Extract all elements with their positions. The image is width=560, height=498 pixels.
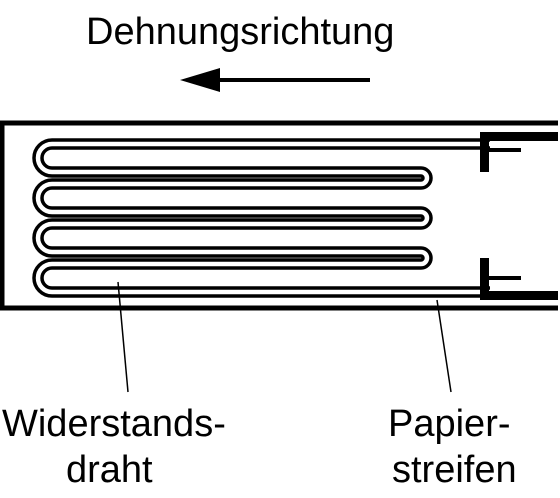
paper-label-line1: Papier- bbox=[388, 403, 511, 445]
top-terminal bbox=[480, 132, 558, 172]
wire-leader-line bbox=[117, 281, 129, 393]
wire-label-line1: Widerstands- bbox=[2, 403, 226, 445]
wire-label-line2: draht bbox=[66, 449, 153, 491]
resistance-wire bbox=[32, 138, 490, 298]
bottom-terminal bbox=[480, 258, 558, 300]
paper-label-line2: streifen bbox=[392, 449, 517, 491]
paper-leader-line bbox=[436, 299, 452, 393]
paper-strip bbox=[0, 120, 558, 311]
direction-arrow bbox=[180, 68, 370, 92]
direction-title: Dehnungsrichtung bbox=[86, 11, 394, 53]
